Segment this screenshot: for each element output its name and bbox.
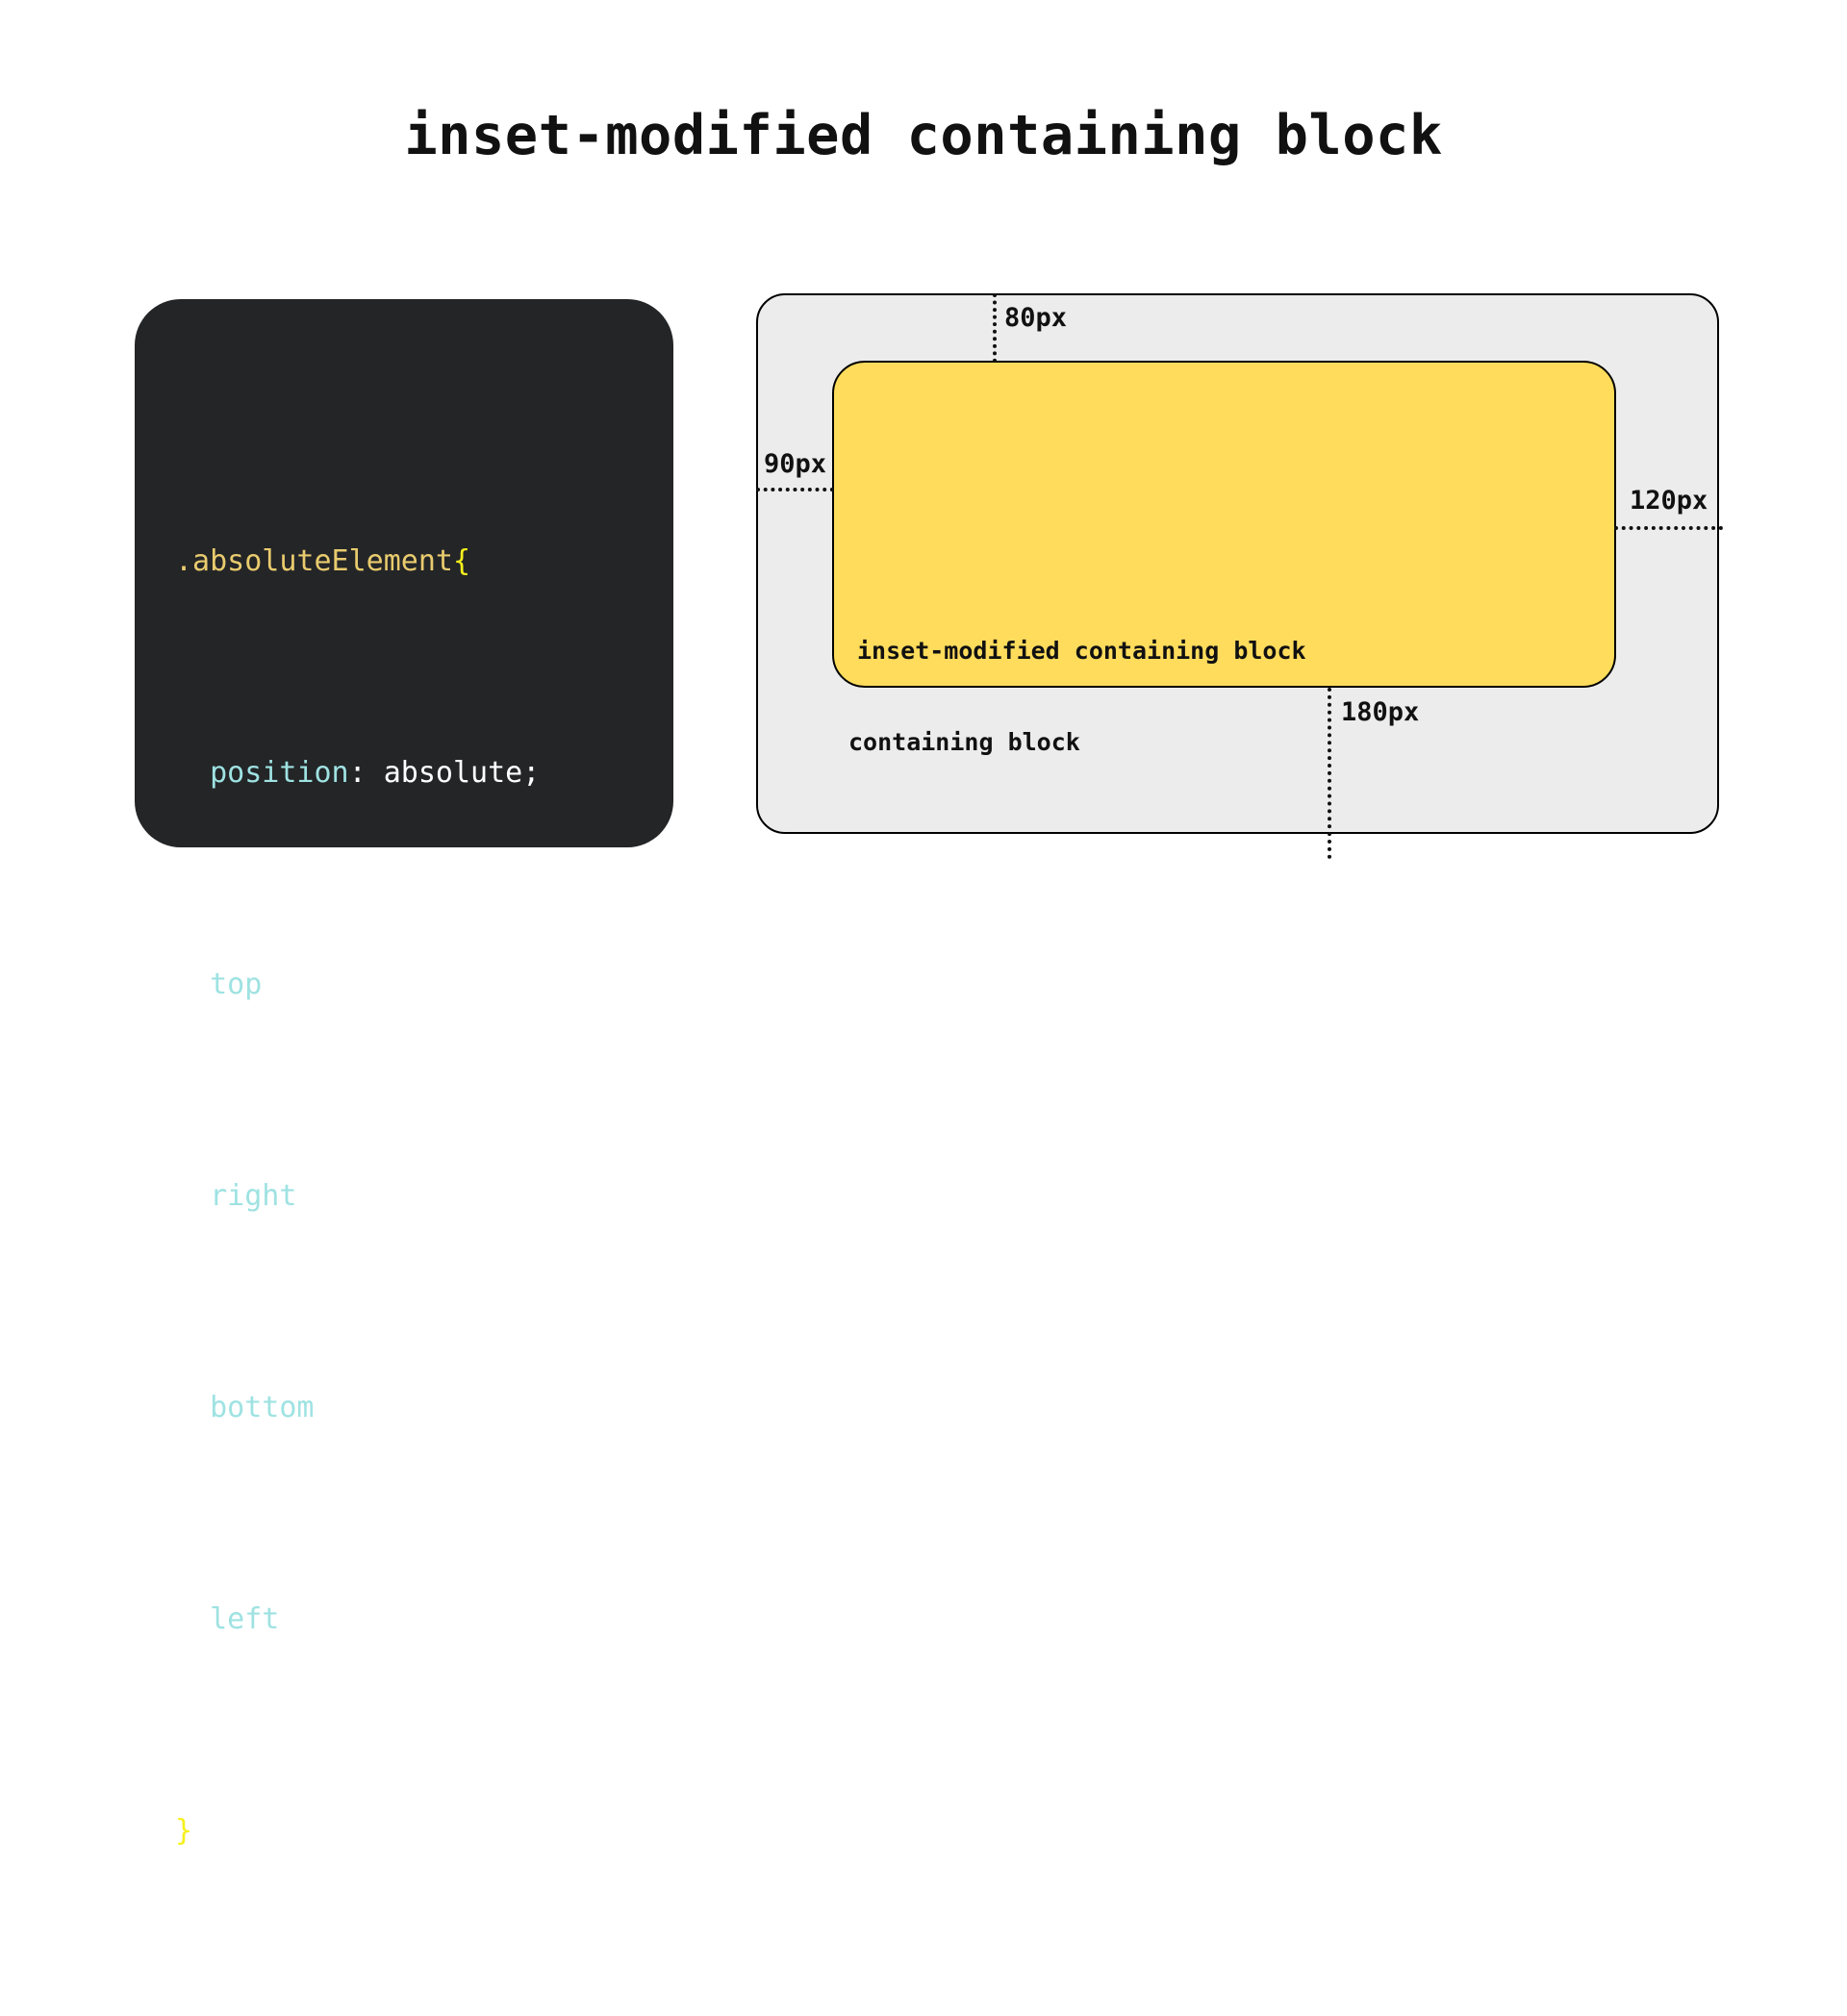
css-colon-bottom: :: [314, 1391, 349, 1424]
css-value-top: 80px;: [296, 968, 384, 1001]
css-colon-right: :: [296, 1179, 332, 1213]
css-colon-left: :: [279, 1602, 315, 1636]
code-line-position: position: absolute;: [135, 746, 673, 799]
code-line-selector: .absoluteElement{: [135, 535, 673, 588]
bottom-offset-label: 180px: [1341, 697, 1420, 727]
bottom-offset-guide-line: [1328, 688, 1331, 859]
css-property-top: top: [210, 968, 263, 1001]
code-line-top: top: 80px;: [135, 958, 673, 1011]
containing-block-diagram: inset-modified containing block containi…: [756, 293, 1723, 859]
right-offset-guide-line: [1614, 526, 1723, 530]
css-colon-top: :: [262, 968, 297, 1001]
top-offset-guide-line: [993, 293, 997, 363]
code-line-bottom: bottom: 180px;: [135, 1381, 673, 1434]
code-snippet-card: .absoluteElement{ position: absolute; to…: [135, 299, 673, 1848]
css-value-bottom: 180px;: [348, 1391, 453, 1424]
css-property-right: right: [210, 1179, 297, 1213]
code-block: .absoluteElement{ position: absolute; to…: [135, 376, 673, 2016]
code-line-right: right: 120px;: [135, 1170, 673, 1222]
code-line-left: left: 90px;: [135, 1593, 673, 1646]
css-colon-position: :: [348, 756, 384, 790]
inset-modified-containing-block-box: inset-modified containing block: [832, 361, 1616, 688]
css-value-position: absolute;: [383, 756, 541, 790]
containing-block-label: containing block: [848, 728, 1080, 756]
right-offset-label: 120px: [1630, 486, 1708, 516]
code-line-close: }: [135, 1804, 673, 1857]
css-selector: .absoluteElement: [175, 544, 453, 578]
left-offset-label: 90px: [764, 449, 827, 479]
left-offset-guide-line: [756, 488, 834, 491]
page-title: inset-modified containing block: [404, 104, 1443, 167]
top-offset-label: 80px: [1004, 303, 1068, 333]
inset-modified-containing-block-label: inset-modified containing block: [857, 637, 1306, 665]
css-value-left: 90px;: [314, 1602, 401, 1636]
css-property-position: position: [210, 756, 349, 790]
css-value-right: 120px;: [331, 1179, 436, 1213]
css-open-brace: {: [452, 544, 471, 578]
css-close-brace: }: [175, 1814, 193, 1848]
css-property-left: left: [210, 1602, 280, 1636]
css-property-bottom: bottom: [210, 1391, 315, 1424]
